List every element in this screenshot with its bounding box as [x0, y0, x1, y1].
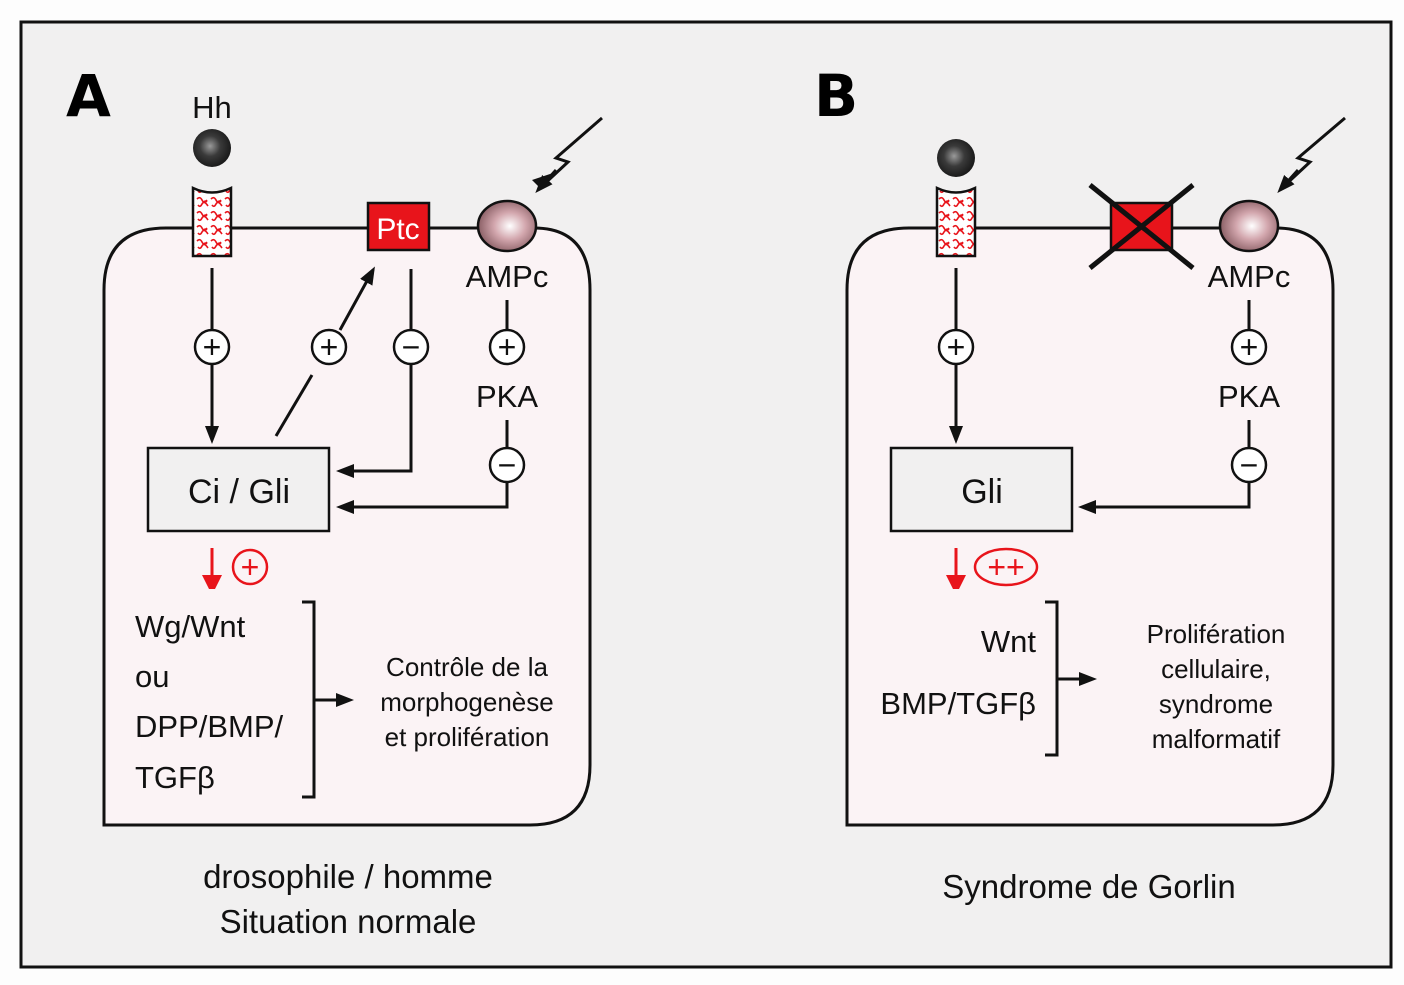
gpcr-icon: [476, 199, 538, 253]
panel-b-letter: B: [814, 62, 858, 130]
lightning-icon: [1280, 116, 1346, 190]
cell-membrane: [845, 226, 1335, 827]
svg-text:+: +: [203, 329, 222, 365]
receptor-icon: [935, 186, 977, 258]
arrow-pka-to-tf: [336, 482, 509, 514]
outcome-line-2: et prolifération: [385, 722, 550, 752]
ci-gli-label: Ci / Gli: [188, 473, 290, 511]
outcome-line-1: morphogenèse: [380, 687, 553, 717]
svg-text:+: +: [241, 549, 260, 585]
target-0: Wnt: [981, 624, 1037, 659]
target-0: Wg/Wnt: [135, 609, 246, 644]
outcome-line-0: Prolifération: [1147, 619, 1286, 649]
target-1: ou: [135, 659, 169, 694]
target-2: DPP/BMP/: [135, 709, 284, 744]
ampc-label: AMPc: [1208, 259, 1291, 294]
pka-label: PKA: [1218, 379, 1280, 414]
sign-minus-pka: −: [1230, 446, 1268, 484]
outcome-line-3: malformatif: [1152, 724, 1281, 754]
svg-text:+: +: [947, 329, 966, 365]
target-3: TGFβ: [135, 760, 215, 795]
hh-ligand-icon: [937, 139, 975, 177]
svg-text:−: −: [498, 447, 517, 483]
svg-text:+: +: [498, 329, 517, 365]
receptor-icon: [191, 186, 233, 258]
panel-a-letter: A: [66, 62, 111, 130]
sign-double-plus-output: ++: [973, 547, 1039, 587]
sign-minus-ptc: −: [392, 328, 430, 366]
svg-text:+: +: [320, 329, 339, 365]
outcome-line-0: Contrôle de la: [386, 652, 548, 682]
svg-text:−: −: [402, 329, 421, 365]
caption-b: Syndrome de Gorlin: [942, 868, 1235, 905]
sign-plus-hh: +: [193, 328, 231, 366]
caption-a-line-0: drosophile / homme: [203, 858, 493, 895]
sign-plus-ampc: +: [1230, 328, 1268, 366]
ptc-box: [366, 201, 431, 252]
gli-box: [889, 446, 1074, 533]
svg-text:+: +: [1240, 329, 1259, 365]
ci-gli-box: [146, 446, 331, 533]
hh-ligand-icon: [193, 129, 231, 167]
ptc-label: Ptc: [376, 213, 419, 246]
outcome-line-2: syndrome: [1159, 689, 1273, 719]
cell-membrane: [102, 226, 592, 827]
caption-a-line-1: Situation normale: [220, 903, 477, 940]
sign-plus-ampc: +: [488, 328, 526, 366]
sign-plus-output: +: [231, 548, 269, 586]
ampc-label: AMPc: [466, 259, 549, 294]
gli-label: Gli: [961, 473, 1003, 511]
ptc-deleted-icon: [1088, 183, 1195, 270]
svg-text:−: −: [1240, 447, 1259, 483]
lightning-icon: [538, 116, 603, 190]
arrow-pka-to-tf: [1078, 482, 1251, 514]
arrow-ptc-to-tf: [336, 364, 413, 478]
outcome-line-1: cellulaire,: [1161, 654, 1271, 684]
svg-text:++: ++: [987, 549, 1024, 585]
panel-a: A Hh Ptc AMPc + +: [66, 62, 603, 940]
sign-plus-feedback: +: [310, 328, 348, 366]
arrow-tf-to-ptc: [338, 266, 375, 331]
panel-b: B AMPc + + PKA: [814, 62, 1346, 905]
sign-plus-hh: +: [937, 328, 975, 366]
pka-label: PKA: [476, 379, 538, 414]
sign-minus-pka: −: [488, 446, 526, 484]
target-1: BMP/TGFβ: [880, 686, 1036, 721]
gpcr-icon: [1218, 199, 1280, 253]
hh-label: Hh: [192, 90, 232, 125]
